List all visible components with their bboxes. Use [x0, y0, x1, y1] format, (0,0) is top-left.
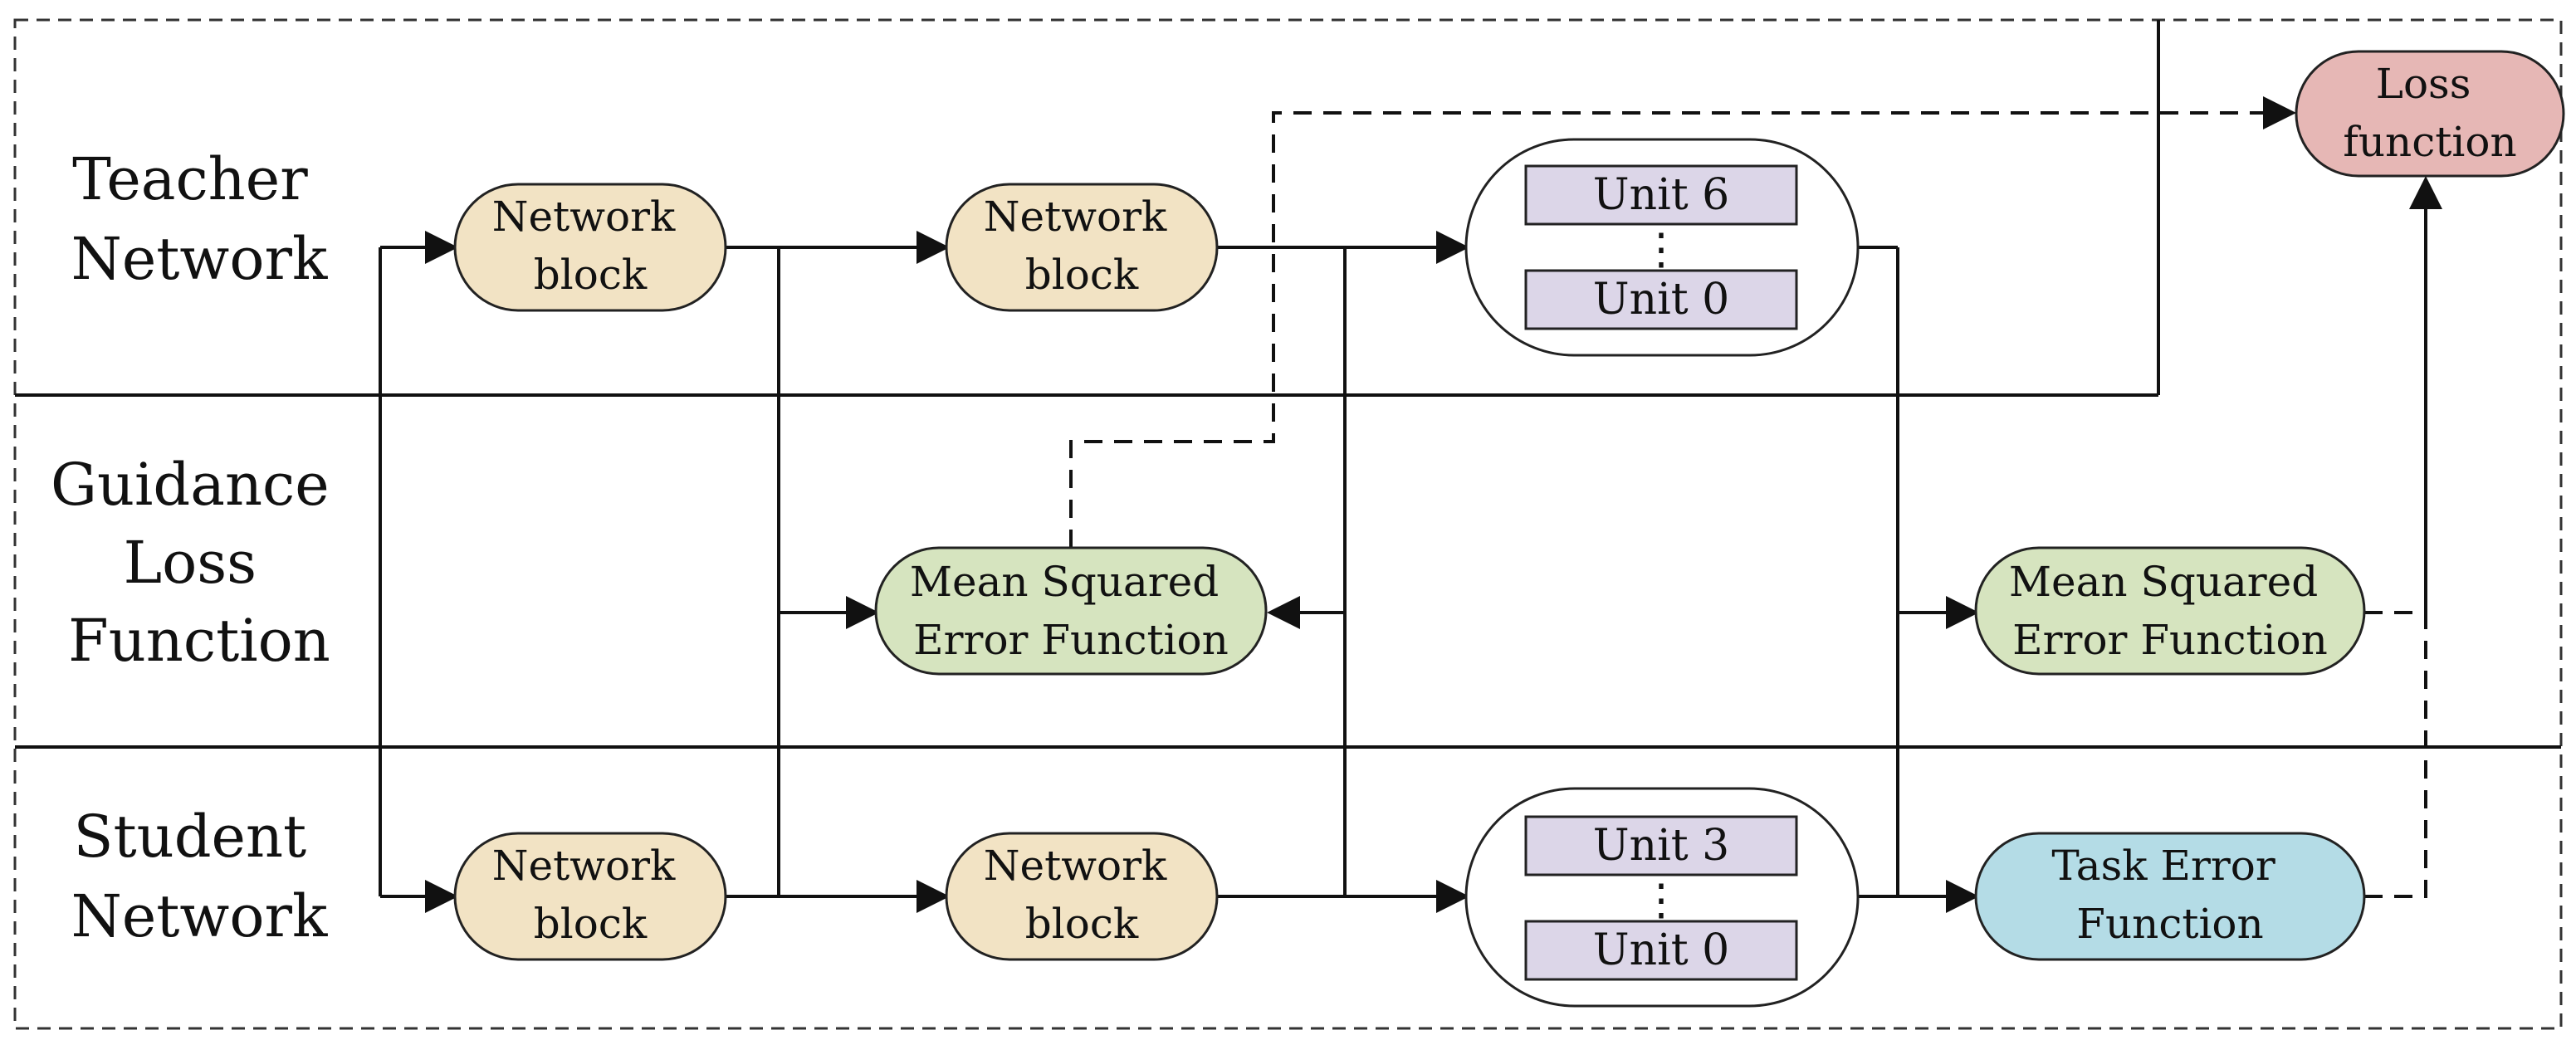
student-network-block-1: Network block [453, 832, 727, 961]
student-unit-bottom-label: Unit 0 [1593, 925, 1729, 975]
svg-text:Mean Squared Error Funct: Mean Squared Error Function [2009, 558, 2331, 664]
mean-squared-error-function-2: Mean Squared Error Function [1974, 546, 2366, 676]
svg-text:Network block: Network block [492, 193, 688, 299]
teacher-unit-top [1524, 164, 1798, 226]
teacher-unit-top-label: Unit 6 [1593, 170, 1729, 220]
student-network-block-2: Network block [945, 832, 1219, 961]
teacher-unit-bottom [1524, 269, 1798, 330]
mean-squared-error-function-1: Mean Squared Error Function [874, 546, 1268, 676]
student-unit-ellipsis: ⋮ [1640, 876, 1683, 925]
teacher-unit-group: Unit 6 ⋮ Unit 0 [1464, 138, 1860, 357]
dashed-mse-1-to-loss [1069, 111, 2288, 548]
student-unit-bottom [1524, 920, 1798, 981]
svg-text:Network block: Network block [984, 842, 1180, 948]
student-unit-top-label: Unit 3 [1593, 821, 1729, 871]
student-unit-top [1524, 815, 1798, 876]
student-unit-group: Unit 3 ⋮ Unit 0 [1464, 787, 1860, 1008]
svg-text:Network block: Network block [492, 842, 688, 948]
row-label-student: Student Network [71, 803, 328, 950]
teacher-network-block-2: Network block [945, 183, 1219, 312]
task-error-function: Task Error Function [1974, 832, 2366, 961]
svg-text:Loss function: Loss function [2343, 60, 2516, 166]
dashed-task-error-to-loss [2364, 613, 2427, 898]
loss-function-node: Loss function [2295, 50, 2565, 178]
row-label-guidance: Guidance Loss Function [51, 451, 348, 675]
outer-frame [13, 18, 2563, 1030]
teacher-unit-ellipsis: ⋮ [1640, 225, 1683, 275]
svg-text:Mean Squared Error Funct: Mean Squared Error Function [910, 558, 1232, 664]
teacher-network-block-1: Network block [453, 183, 727, 312]
row-label-teacher: Teacher Network [71, 145, 328, 293]
svg-text:Task Error Function: Task Error Function [2051, 842, 2288, 948]
teacher-unit-bottom-label: Unit 0 [1593, 275, 1729, 325]
svg-text:Network block: Network block [984, 193, 1180, 299]
